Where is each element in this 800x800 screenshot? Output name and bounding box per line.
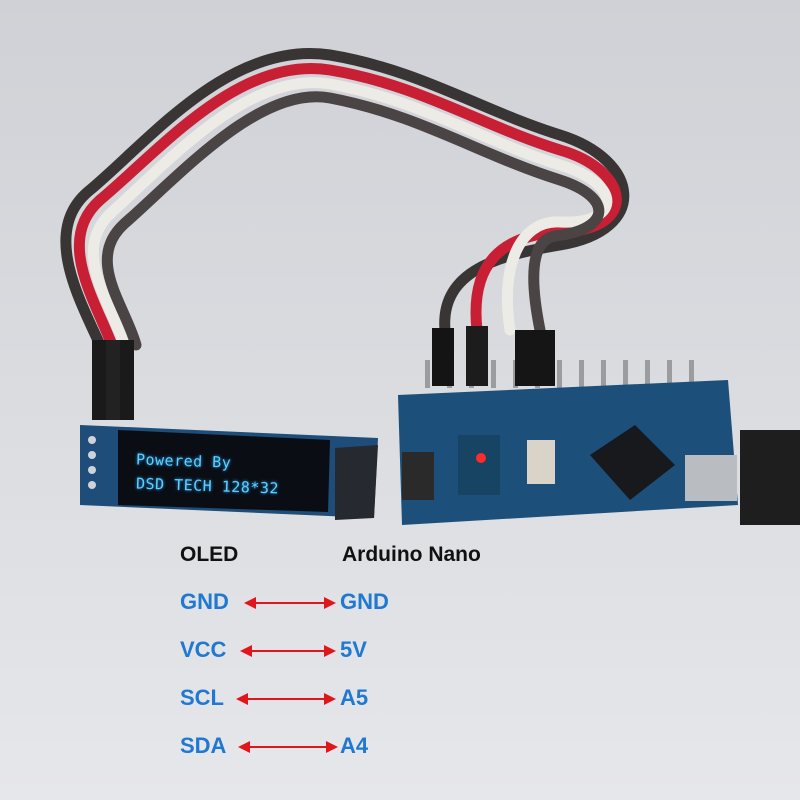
jumper-wires (60, 48, 630, 351)
nano-connectors (432, 326, 555, 386)
double-arrow-icon (236, 693, 336, 705)
oled-pin-vcc: VCC (180, 637, 227, 662)
oled-connectors (92, 340, 134, 420)
oled-pin-scl: SCL (180, 685, 224, 710)
double-arrow-icon (240, 645, 336, 657)
oled-header: OLED (180, 543, 239, 566)
oled-pin-sda: SDA (180, 733, 227, 758)
arduino-nano-board (398, 380, 800, 525)
arduino-nano-header: Arduino Nano (342, 543, 481, 566)
double-arrow-icon (244, 597, 336, 609)
oled-text-line-1: Powered By (135, 450, 232, 472)
oled-module (80, 425, 378, 520)
nano-pin-a4: A4 (340, 733, 369, 758)
nano-pin-a5: A5 (340, 685, 369, 710)
double-arrow-icon (238, 741, 338, 753)
nano-pin-gnd: GND (340, 589, 389, 614)
oled-pin-gnd: GND (180, 589, 229, 614)
nano-pin-5v: 5V (340, 637, 367, 662)
